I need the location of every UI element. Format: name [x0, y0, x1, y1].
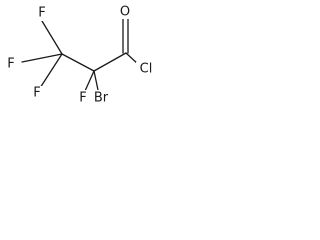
bond-calpha-f — [84, 70, 95, 92]
atom-f-alpha: F — [79, 91, 86, 106]
atom-oxygen: O — [120, 5, 130, 20]
structure-diagram: F F F F Br O Cl — [4, 4, 156, 106]
bond-cf3-f-top — [41, 20, 63, 55]
atom-labels: F F F F Br O Cl — [4, 4, 156, 106]
atom-f-left: F — [7, 57, 14, 72]
atom-chlorine: Cl — [140, 62, 153, 77]
bond-calpha-ccarbonyl — [93, 52, 127, 72]
bonds — [21, 18, 140, 92]
bond-cf3-calpha — [61, 53, 95, 72]
bond-cf3-f-left — [21, 53, 63, 63]
bond-cf3-f-bottom — [39, 53, 63, 89]
atom-f-top: F — [38, 6, 45, 21]
atom-bromine: Br — [94, 91, 109, 106]
bond-calpha-br — [93, 70, 99, 91]
atom-f-bottom: F — [33, 86, 40, 101]
